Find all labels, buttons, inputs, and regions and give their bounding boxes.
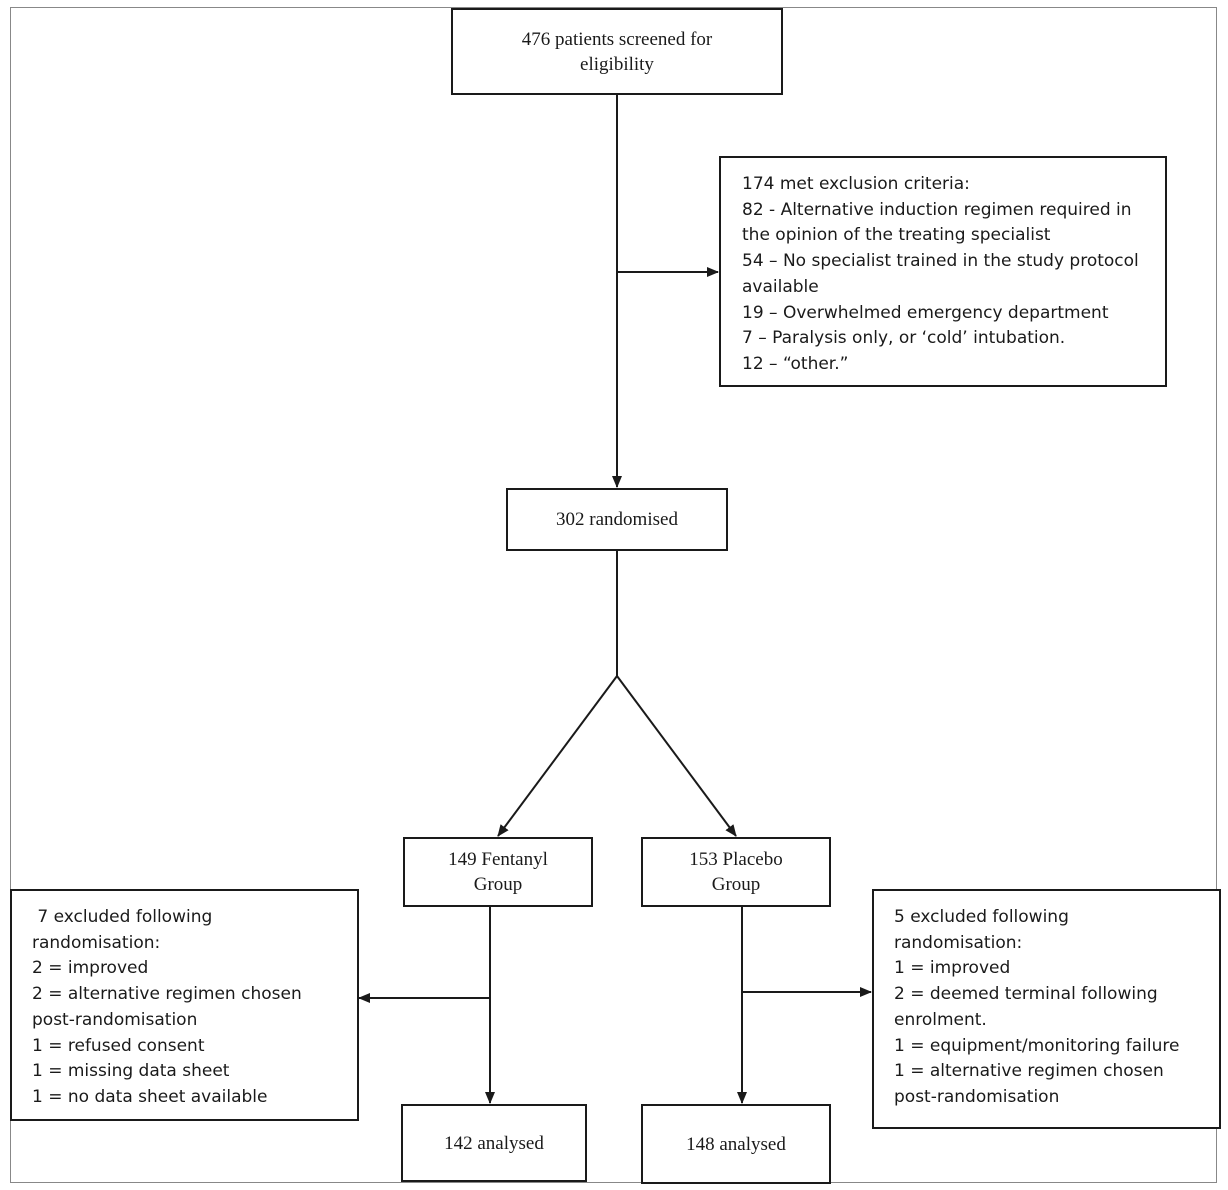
placebo-line-2: Group: [711, 874, 761, 895]
exclusion-line-1: 174 met exclusion criteria:: [742, 174, 970, 194]
fentanyl-excluded-line-4: 2 = alternative regimen chosen: [32, 984, 302, 1005]
placebo-excluded-line-5: enrolment.: [894, 1009, 987, 1030]
fentanyl-excluded-line-6: 1 = refused consent: [32, 1035, 205, 1056]
fentanyl-excluded-line-5: post-randomisation: [32, 1009, 198, 1030]
placebo-excluded-line-6: 1 = equipment/monitoring failure: [894, 1035, 1180, 1056]
placebo-excluded-box: 5 excluded following randomisation: 1 = …: [872, 889, 1221, 1129]
fentanyl-excluded-line-2: randomisation:: [32, 932, 161, 953]
placebo-excluded-line-7: 1 = alternative regimen chosen: [894, 1061, 1164, 1082]
placebo-analysed-box: 148 analysed: [641, 1104, 831, 1184]
exclusion-line-8: 12 – “other.”: [742, 353, 849, 374]
arrow-to-placebo: [616, 675, 737, 837]
placebo-analysed-label: 148 analysed: [686, 1133, 786, 1155]
randomised-label: 302 randomised: [556, 509, 678, 530]
placebo-excluded-line-8: post-randomisation: [894, 1086, 1060, 1107]
fentanyl-analysed-box: 142 analysed: [401, 1104, 587, 1182]
exclusion-criteria-box: 174 met exclusion criteria: 82 - Alterna…: [719, 156, 1167, 387]
figure-border: [10, 7, 1217, 1183]
placebo-excluded-line-3: 1 = improved: [894, 958, 1011, 979]
arrow-to-fentanyl: [497, 675, 618, 837]
placebo-excluded-line-1: 5 excluded following: [894, 907, 1069, 927]
exclusion-line-5: available: [742, 276, 819, 297]
screened-line-2: eligibility: [580, 53, 654, 75]
fentanyl-group-box: 149 Fentanyl Group: [403, 837, 593, 907]
fentanyl-excluded-line-1: 7 excluded following: [32, 907, 213, 927]
placebo-line-1: 153 Placebo: [689, 849, 783, 870]
screened-box: 476 patients screened for eligibility: [451, 8, 783, 95]
exclusion-line-3: the opinion of the treating specialist: [742, 225, 1051, 246]
randomised-box: 302 randomised: [506, 488, 728, 551]
exclusion-line-4: 54 – No specialist trained in the study …: [742, 251, 1139, 272]
fentanyl-excluded-line-8: 1 = no data sheet available: [32, 1086, 268, 1107]
exclusion-line-2: 82 - Alternative induction regimen requi…: [742, 199, 1132, 220]
fentanyl-analysed-label: 142 analysed: [444, 1132, 544, 1154]
placebo-group-box: 153 Placebo Group: [641, 837, 831, 907]
fentanyl-line-1: 149 Fentanyl: [448, 849, 548, 870]
screened-line-1: 476 patients screened for: [521, 28, 713, 50]
fentanyl-excluded-line-7: 1 = missing data sheet: [32, 1061, 230, 1082]
fentanyl-excluded-line-3: 2 = improved: [32, 958, 149, 979]
exclusion-line-6: 19 – Overwhelmed emergency department: [742, 302, 1109, 323]
fentanyl-line-2: Group: [473, 874, 523, 895]
fentanyl-excluded-box: 7 excluded following randomisation: 2 = …: [10, 889, 359, 1121]
placebo-excluded-line-2: randomisation:: [894, 932, 1023, 953]
exclusion-line-7: 7 – Paralysis only, or ‘cold’ intubation…: [742, 328, 1066, 349]
placebo-excluded-line-4: 2 = deemed terminal following: [894, 984, 1158, 1005]
